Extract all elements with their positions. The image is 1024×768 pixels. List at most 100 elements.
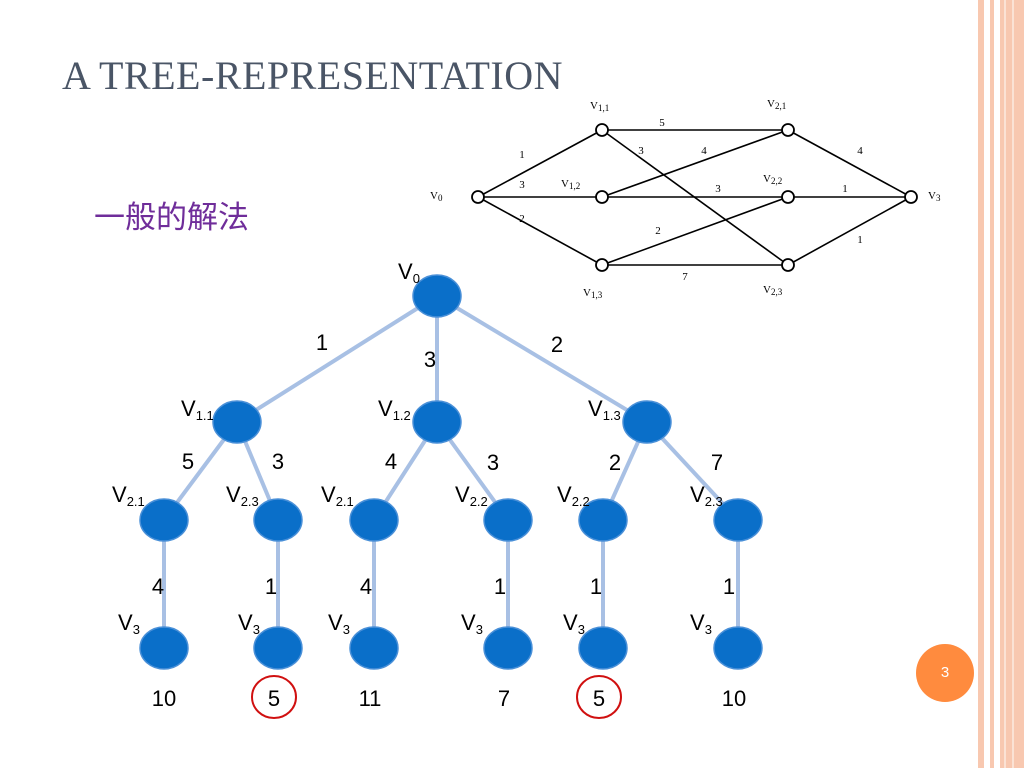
tree-level1-node — [212, 400, 262, 444]
border-stripe-5 — [1012, 0, 1014, 768]
tree-level1-label: V1.3 — [588, 396, 621, 423]
tree-edge-weight: 2 — [551, 332, 563, 357]
tree-edge-weight: 1 — [316, 330, 328, 355]
tree-leaf-node — [483, 626, 533, 670]
tree-edge-weight: 5 — [182, 449, 194, 474]
path-total-cost: 5 — [593, 686, 605, 711]
graph-node-label: V1,2 — [561, 178, 580, 191]
tree-edge-root-level1 — [235, 294, 439, 424]
optimal-path-highlight-circle — [576, 675, 622, 719]
graph-node-label: V2,3 — [763, 284, 783, 297]
tree-edge-weight: 2 — [609, 450, 621, 475]
graph-edge-weight: 1 — [857, 234, 863, 246]
graph-node-v11 — [595, 123, 609, 137]
graph-node-v23 — [781, 258, 795, 272]
border-stripe-4 — [1004, 0, 1006, 768]
graph-edge-weight: 1 — [842, 183, 848, 195]
tree-leaf-node — [578, 626, 628, 670]
tree-edge-root-level1 — [435, 294, 649, 424]
tree-level2-label: V2.2 — [455, 482, 488, 509]
tree-leaf-label: V3 — [563, 610, 585, 637]
graph-edge-weight: 4 — [701, 145, 707, 157]
graph-edge-v0-v11 — [477, 129, 603, 198]
tree-edge-weight: 3 — [272, 449, 284, 474]
tree-edge-weight: 1 — [590, 574, 602, 599]
path-total-cost: 5 — [268, 686, 280, 711]
tree-edge-weight: 1 — [723, 574, 735, 599]
tree-edge-weight: 4 — [360, 574, 372, 599]
graph-edge-v23-v3 — [787, 196, 912, 266]
graph-edge-weight: 7 — [682, 271, 688, 283]
tree-level1-label: V1.1 — [181, 396, 214, 423]
graph-edge-v13-v22 — [601, 196, 789, 266]
tree-edge-weight: 4 — [385, 449, 397, 474]
tree-leaf-label: V3 — [238, 610, 260, 637]
tree-leaf-label: V3 — [690, 610, 712, 637]
tree-edge-weight: 3 — [424, 347, 436, 372]
graph-node-label: V2,1 — [767, 98, 786, 111]
tree-edge-weight: 1 — [265, 574, 277, 599]
tree-leaf-node — [713, 626, 763, 670]
graph-node-label: V3 — [928, 190, 941, 203]
graph-node-label: V1,3 — [583, 287, 603, 300]
tree-root-node — [412, 274, 462, 318]
tree-level2-node — [139, 498, 189, 542]
graph-edge-weight: 2 — [519, 213, 525, 225]
path-total-cost: 10 — [722, 686, 746, 711]
slide-title: A TREE-REPRESENTATION — [62, 53, 564, 98]
tree-root-label: V0 — [398, 259, 420, 286]
slide-subtitle: 一般的解法 — [94, 200, 249, 236]
page-number-badge: 3 — [916, 644, 974, 702]
graph-node-label: V1,1 — [590, 100, 609, 113]
graph-node-label: V2,2 — [763, 173, 782, 186]
tree-level2-label: V2.1 — [321, 482, 354, 509]
graph-edge-weight: 3 — [519, 179, 525, 191]
graph-edge-v0-v13 — [477, 196, 603, 266]
graph-node-v22 — [781, 190, 795, 204]
tree-level1-node — [412, 400, 462, 444]
optimal-path-highlight-circle — [251, 675, 297, 719]
tree-level2-label: V2.2 — [557, 482, 590, 509]
graph-node-v21 — [781, 123, 795, 137]
graph-edge-v21-v3 — [787, 129, 912, 198]
graph-node-v12 — [595, 190, 609, 204]
tree-level2-node — [483, 498, 533, 542]
tree-leaf-label: V3 — [461, 610, 483, 637]
graph-edge-v12-v21 — [601, 129, 789, 198]
tree-level2-label: V2.3 — [690, 482, 723, 509]
tree-level2-label: V2.3 — [226, 482, 259, 509]
tree-leaf-node — [349, 626, 399, 670]
tree-edge-weight: 7 — [711, 450, 723, 475]
tree-level1-node — [622, 400, 672, 444]
graph-edge-weight: 3 — [638, 145, 644, 157]
tree-edge-weight: 3 — [487, 450, 499, 475]
tree-leaf-node — [253, 626, 303, 670]
path-total-cost: 7 — [498, 686, 510, 711]
tree-edge-weight: 4 — [152, 574, 164, 599]
tree-leaf-node — [139, 626, 189, 670]
tree-level2-node — [578, 498, 628, 542]
graph-edge-weight: 5 — [659, 117, 665, 129]
graph-node-v3 — [904, 190, 918, 204]
graph-node-v0 — [471, 190, 485, 204]
tree-edge-weight: 1 — [494, 574, 506, 599]
graph-node-label: V0 — [430, 190, 443, 203]
graph-edge-weight: 3 — [715, 183, 721, 195]
tree-level2-node — [349, 498, 399, 542]
border-stripe-2 — [990, 0, 994, 768]
path-total-cost: 11 — [359, 686, 382, 711]
tree-leaf-label: V3 — [328, 610, 350, 637]
graph-node-v13 — [595, 258, 609, 272]
graph-edge-weight: 1 — [519, 149, 525, 161]
border-stripe-1 — [978, 0, 984, 768]
tree-level1-label: V1.2 — [378, 396, 411, 423]
graph-edge-weight: 4 — [857, 145, 863, 157]
path-total-cost: 10 — [152, 686, 176, 711]
graph-edge-weight: 2 — [655, 225, 661, 237]
tree-leaf-label: V3 — [118, 610, 140, 637]
tree-level2-label: V2.1 — [112, 482, 145, 509]
tree-level2-node — [253, 498, 303, 542]
tree-level2-node — [713, 498, 763, 542]
